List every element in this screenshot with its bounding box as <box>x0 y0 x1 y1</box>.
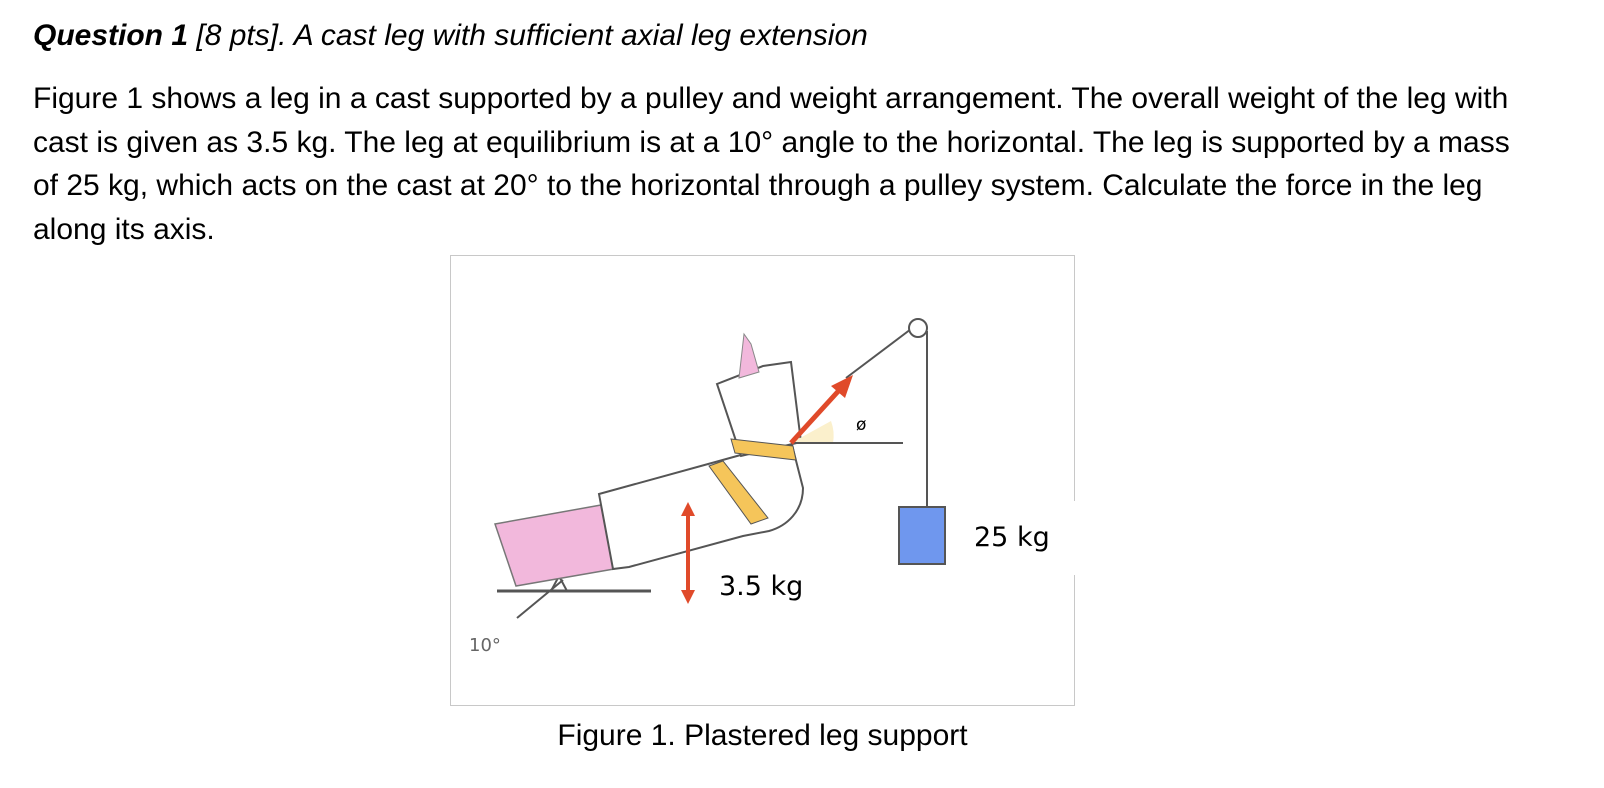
border-gap <box>1069 501 1079 575</box>
toes-skin <box>738 332 760 379</box>
leg-mass-label: 3.5 kg <box>719 571 803 602</box>
phi-label-box <box>836 396 886 442</box>
question-title: . A cast leg with sufficient axial leg e… <box>278 19 868 52</box>
ankle-strap <box>730 438 797 461</box>
leg-cast <box>597 439 805 571</box>
thigh-skin <box>494 504 615 587</box>
angle-10-label: 10° <box>469 635 501 656</box>
question-label: Question 1 <box>33 19 189 52</box>
question-points: [8 pts] <box>188 19 279 52</box>
angle-reference-line <box>516 579 564 619</box>
figure-caption: Figure 1. Plastered leg support <box>557 719 968 752</box>
pulley-icon <box>908 318 928 338</box>
pulley-rope-diagonal <box>845 325 916 379</box>
phi-label: ø <box>856 415 866 435</box>
leg-weight-arrowhead-down-icon <box>681 590 695 604</box>
hanging-weight <box>898 506 946 565</box>
leg-support-diagram: 10° 3.5 kg 25 kg ø <box>469 318 1079 656</box>
question-heading: Question 1 [8 pts]. A cast leg with suff… <box>33 14 868 58</box>
figure-1-box: 10° 3.5 kg 25 kg ø <box>450 255 1079 706</box>
traction-force-arrow-shaft <box>789 384 845 445</box>
phi-angle-wedge <box>791 421 834 443</box>
traction-force-arrowhead-icon <box>831 375 853 398</box>
shin-strap <box>708 460 769 525</box>
leg-weight-arrowhead-up-icon <box>681 502 695 516</box>
question-body: Figure 1 shows a leg in a cast supported… <box>33 82 1510 246</box>
hanging-mass-label: 25 kg <box>974 522 1050 553</box>
